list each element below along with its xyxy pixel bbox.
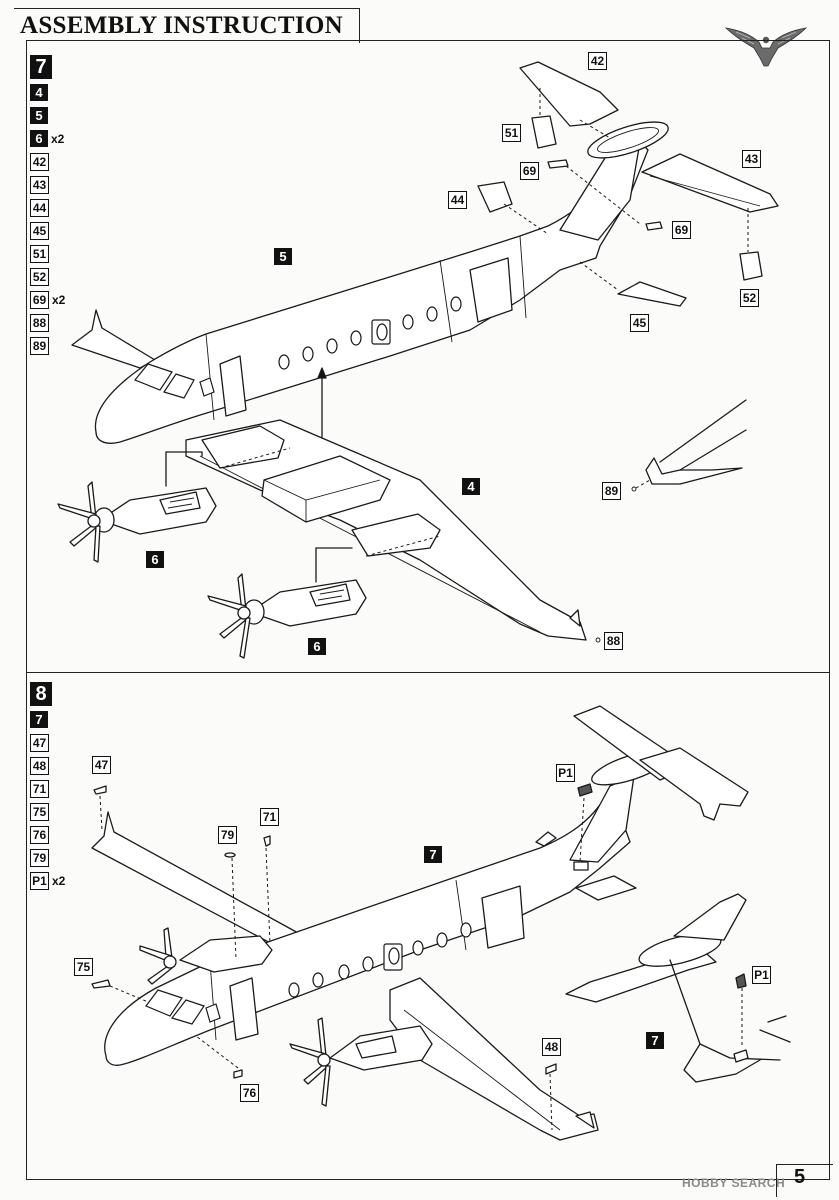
callout-part-5: 5 <box>274 248 292 266</box>
step7-part-51: 51 <box>30 244 49 263</box>
callout-47: 47 <box>92 756 111 774</box>
callout-88: 88 <box>604 632 623 650</box>
callout-part-6-b: 6 <box>308 638 326 656</box>
page-number-tab <box>776 1164 833 1197</box>
callout-75: 75 <box>74 958 93 976</box>
callout-43: 43 <box>742 150 761 168</box>
callout-P1-a: P1 <box>556 764 575 782</box>
step7-part-5: 5 <box>30 107 48 124</box>
step7-part-89: 89 <box>30 336 49 355</box>
callout-89: 89 <box>602 482 621 500</box>
step7-part-43: 43 <box>30 175 49 194</box>
instruction-frame <box>26 40 830 1180</box>
step8-part-75: 75 <box>30 802 49 821</box>
callout-71: 71 <box>260 808 279 826</box>
step8-part-P1: P1 <box>30 871 49 890</box>
step7-part-6-qty: x2 <box>51 131 65 146</box>
step7-part-52: 52 <box>30 267 49 286</box>
callout-part-4: 4 <box>462 478 480 496</box>
callout-79: 79 <box>218 826 237 844</box>
callout-69-a: 69 <box>520 162 539 180</box>
watermark-text: HOBBY SEARCH <box>682 1176 786 1190</box>
step7-part-4: 4 <box>30 84 48 101</box>
page-title: ASSEMBLY INSTRUCTION <box>20 12 343 39</box>
step7-aircraft-drawing <box>57 61 779 659</box>
page-number: 5 <box>794 1166 806 1188</box>
step7-part-69: 69 <box>30 290 49 309</box>
callout-69-b: 69 <box>672 221 691 239</box>
header-tab <box>14 8 360 43</box>
step8-number: 8 <box>30 682 52 706</box>
callout-part-7-a: 7 <box>424 846 442 864</box>
callout-45: 45 <box>630 314 649 332</box>
callout-44: 44 <box>448 191 467 209</box>
callout-part-7-b: 7 <box>646 1032 664 1050</box>
step8-part-79: 79 <box>30 848 49 867</box>
step8-part-47: 47 <box>30 733 49 752</box>
callout-42: 42 <box>588 52 607 70</box>
step8-aircraft-drawing <box>91 705 791 1141</box>
step8-part-P1-qty: x2 <box>52 873 66 888</box>
callout-part-6-a: 6 <box>146 551 164 569</box>
step8-part-76: 76 <box>30 825 49 844</box>
step8-part-7: 7 <box>30 711 48 728</box>
step7-part-44: 44 <box>30 198 49 217</box>
callout-P1-b: P1 <box>752 966 771 984</box>
step7-part-45: 45 <box>30 221 49 240</box>
callout-52: 52 <box>740 289 759 307</box>
step8-part-48: 48 <box>30 756 49 775</box>
step7-part-42: 42 <box>30 152 49 171</box>
step7-number: 7 <box>30 55 52 79</box>
callout-76: 76 <box>240 1084 259 1102</box>
step-divider <box>26 672 830 673</box>
step7-part-69-qty: x2 <box>52 292 66 307</box>
callout-48: 48 <box>542 1038 561 1056</box>
callout-51: 51 <box>502 124 521 142</box>
step7-part-6: 6 <box>30 130 48 147</box>
step8-part-71: 71 <box>30 779 49 798</box>
step7-part-88: 88 <box>30 313 49 332</box>
